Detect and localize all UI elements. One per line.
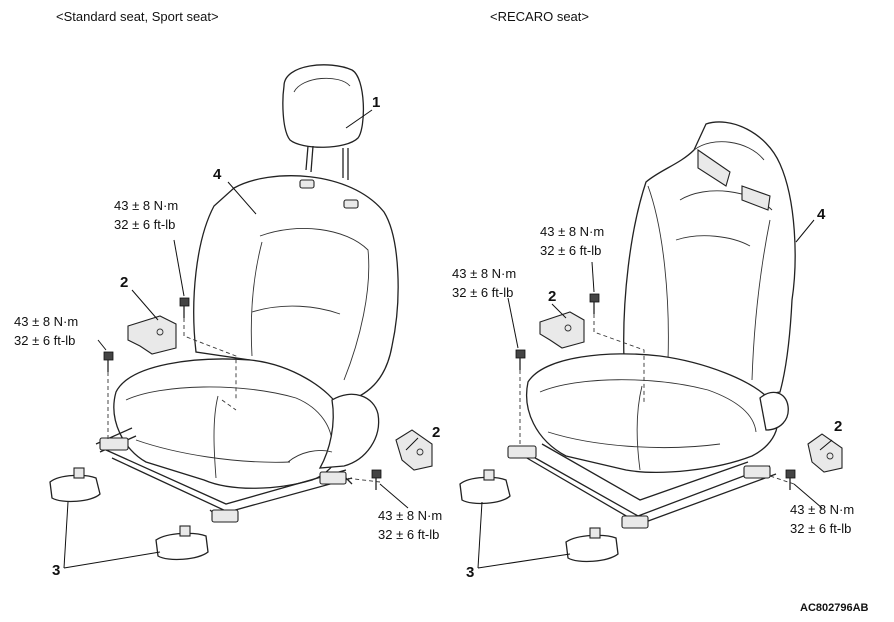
right-torque-rear-nm: 43 ± 8 N·m (790, 502, 855, 517)
left-bracket-upper (127, 315, 177, 355)
right-callout-2-upper: 2 (548, 288, 557, 305)
right-torque-top: 43 ± 8 N·m 32 ± 6 ft-lb (540, 222, 604, 260)
right-bolt-side (515, 349, 526, 370)
right-seat-back (623, 121, 796, 399)
left-callout-4: 4 (213, 166, 222, 183)
left-seat-back (193, 175, 399, 405)
right-torque-side-nm: 43 ± 8 N·m (452, 266, 517, 281)
right-seat-heading: <RECARO seat> (490, 9, 589, 24)
left-torque-rear-ftlb: 32 ± 6 ft-lb (378, 527, 440, 542)
left-callout-1: 1 (372, 94, 381, 111)
right-bolt-top (589, 293, 600, 314)
left-torque-side-nm: 43 ± 8 N·m (14, 314, 79, 329)
left-callout-3: 3 (52, 562, 61, 579)
left-seat-rails (95, 427, 353, 523)
right-seat-cushion (526, 353, 789, 473)
left-torque-rear: 43 ± 8 N·m 32 ± 6 ft-lb (378, 506, 442, 544)
right-callout-4: 4 (817, 206, 826, 223)
right-torque-side: 43 ± 8 N·m 32 ± 6 ft-lb (452, 264, 516, 302)
left-torque-top-nm: 43 ± 8 N·m (114, 198, 179, 213)
right-torque-top-ftlb: 32 ± 6 ft-lb (540, 243, 602, 258)
left-torque-side-ftlb: 32 ± 6 ft-lb (14, 333, 76, 348)
left-torque-rear-nm: 43 ± 8 N·m (378, 508, 443, 523)
right-torque-rear: 43 ± 8 N·m 32 ± 6 ft-lb (790, 500, 854, 538)
left-cover-front (49, 467, 101, 503)
right-cover-rear (565, 527, 619, 563)
left-callout-2-lower: 2 (432, 424, 441, 441)
left-seat-heading: <Standard seat, Sport seat> (56, 9, 219, 24)
left-seat-cushion (113, 358, 380, 489)
left-seat-group (49, 64, 433, 569)
right-cover-front (459, 469, 511, 505)
left-cover-rear (155, 525, 209, 561)
right-torque-side-ftlb: 32 ± 6 ft-lb (452, 285, 514, 300)
left-torque-side: 43 ± 8 N·m 32 ± 6 ft-lb (14, 312, 78, 350)
left-bolt-rear (371, 469, 382, 490)
left-callout-2-upper: 2 (120, 274, 129, 291)
right-callout-2-lower: 2 (834, 418, 843, 435)
left-torque-top: 43 ± 8 N·m 32 ± 6 ft-lb (114, 196, 178, 234)
right-torque-rear-ftlb: 32 ± 6 ft-lb (790, 521, 852, 536)
left-torque-top-ftlb: 32 ± 6 ft-lb (114, 217, 176, 232)
left-bracket-lower (395, 429, 433, 471)
right-torque-top-nm: 43 ± 8 N·m (540, 224, 605, 239)
right-bolt-rear (785, 469, 796, 490)
right-callout-3: 3 (466, 564, 475, 581)
left-bolt-side (103, 351, 114, 372)
right-seat-rails (507, 443, 777, 529)
figure-code: AC802796AB (800, 602, 869, 614)
left-bolt-top (179, 297, 190, 318)
right-bracket-lower (807, 433, 843, 473)
right-bracket-upper (539, 311, 585, 349)
left-headrest (282, 64, 365, 180)
right-seat-group (459, 121, 843, 569)
